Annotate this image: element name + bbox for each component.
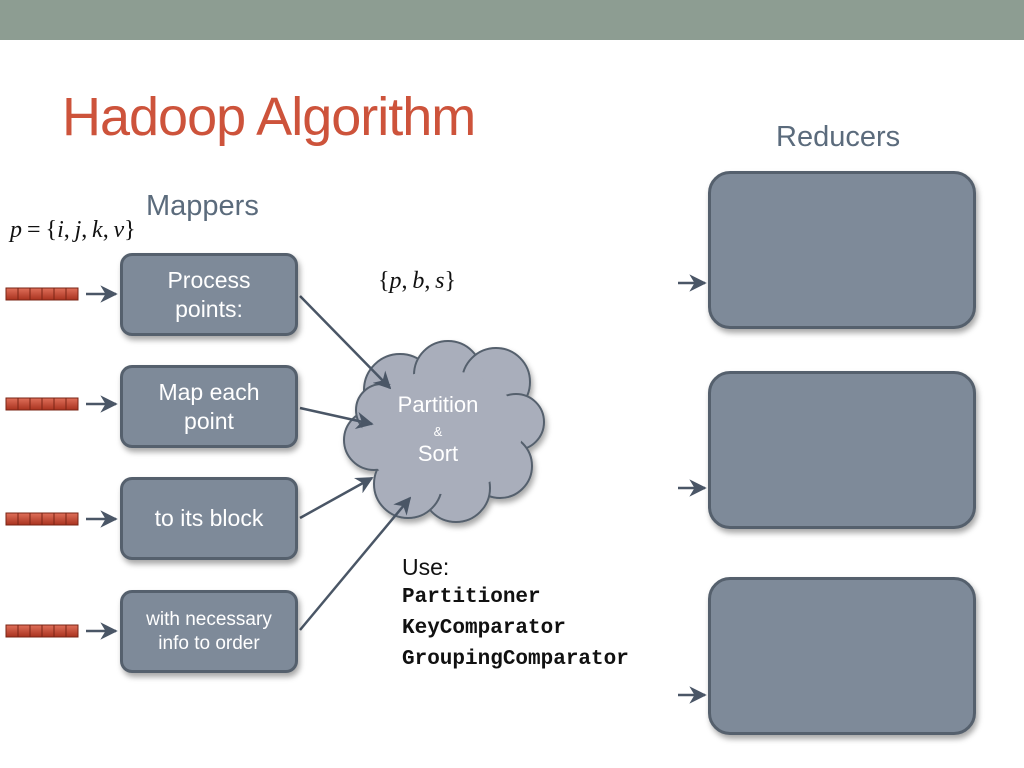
formula-eq: = <box>27 217 41 243</box>
mapper-text: to its block <box>154 505 264 532</box>
slide-title: Hadoop Algorithm <box>62 87 476 147</box>
mapper-to-cloud-arrow-icon <box>299 406 374 430</box>
formula-var: j <box>74 217 82 243</box>
tuple-var: p <box>389 268 402 294</box>
mapper-box: to its block <box>120 477 298 560</box>
cloud-line-sort: Sort <box>417 441 459 466</box>
top-bar <box>0 0 1024 40</box>
formula-close: } <box>124 217 136 243</box>
input-set-formula: p={i, j, k, v} <box>10 217 136 243</box>
mapper-text: points: <box>175 295 243 322</box>
formula-open: { <box>45 217 58 243</box>
cloud-label: Partition & Sort <box>378 392 498 467</box>
cloud-line-amp: & <box>433 424 443 439</box>
use-section: Use: Partitioner KeyComparator GroupingC… <box>402 552 629 675</box>
input-record-strip-icon <box>5 624 79 638</box>
partition-sort-cloud <box>343 340 545 523</box>
reducer-box <box>708 371 976 529</box>
mapper-text: Process <box>167 266 251 293</box>
use-item: Partitioner <box>402 586 541 609</box>
mapper-text: point <box>184 407 234 434</box>
formula-var: k <box>92 217 103 243</box>
mapper-text: Map each <box>158 378 260 405</box>
formula-var: v <box>113 217 125 243</box>
mapper-to-cloud-arrow-icon <box>299 476 374 520</box>
mappers-label: Mappers <box>146 190 259 222</box>
key-tuple-formula: {p, b, s} <box>378 268 457 294</box>
cloud-line-partition: Partition <box>397 392 479 417</box>
mapper-to-cloud-arrow-icon <box>299 496 412 631</box>
reducer-box <box>708 577 976 735</box>
tuple-var: s <box>435 268 445 294</box>
reducers-label: Reducers <box>776 121 901 153</box>
formula-lhs: p <box>10 217 22 243</box>
tuple-var: b <box>412 268 425 294</box>
reducer-box <box>708 171 976 329</box>
mapper-text: info to order <box>158 632 260 654</box>
input-record-strip-icon <box>5 287 79 301</box>
use-item: GroupingComparator <box>402 648 629 671</box>
mapper-to-cloud-arrow-icon <box>299 295 392 390</box>
input-record-strip-icon <box>5 397 79 411</box>
use-item: KeyComparator <box>402 617 566 640</box>
input-record-strip-icon <box>5 512 79 526</box>
use-heading: Use: <box>402 554 450 580</box>
tuple-close: } <box>444 268 457 294</box>
tuple-open: { <box>378 268 390 294</box>
formula-var: i <box>57 217 64 243</box>
mapper-text: with necessary <box>146 608 272 630</box>
